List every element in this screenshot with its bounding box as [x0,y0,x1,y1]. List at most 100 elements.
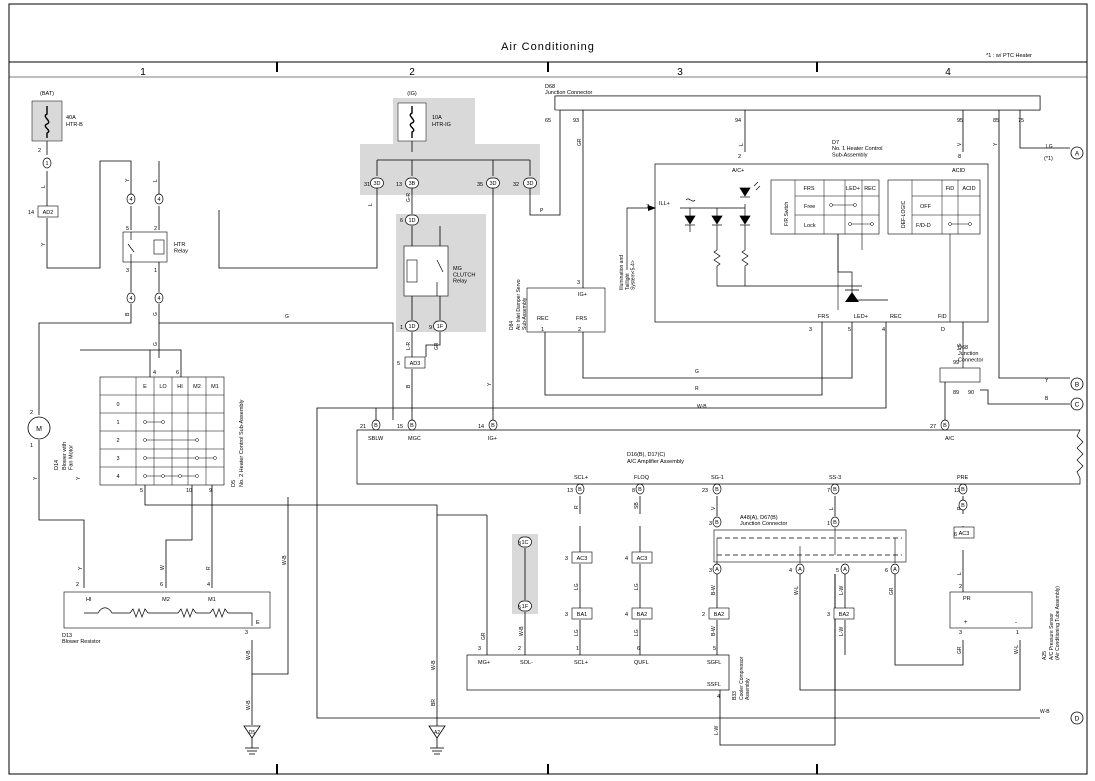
comp-pin-ssfl: SSFL [707,682,721,688]
jc-name: Junction Connector [740,521,788,527]
wire-color-label: LG [634,629,640,636]
pin-number: 75 [1018,118,1024,124]
connector-marker [840,563,850,575]
ground-d5-label: D5 [249,730,256,736]
connector-id: B [833,487,837,493]
connector-marker [42,157,52,169]
pin-number: 1 [576,646,579,652]
amp-id: D16(B), D17(C) [627,452,665,458]
connector-marker [405,320,419,332]
amp-pin-ac: A/C [945,436,954,442]
connector-id: 1F [522,604,529,610]
pin-number: 6 [885,568,888,574]
wire-color-label: B [1045,396,1049,402]
wire-color-label: Y [33,476,39,480]
connector-id: B [715,520,719,526]
connector-marker [830,516,840,528]
pin-number: 2 [702,612,705,618]
d5-contact [161,474,165,478]
wire-color-label: G [695,369,699,375]
ref-c: C [1075,402,1080,409]
connector-id: 3D [526,181,533,187]
pin-number: 12 [954,488,960,494]
amp-pin-sg1: SG-1 [711,475,724,481]
illum-label: Illumination andTaillightSystem<5-4> [619,255,637,290]
d5-header: M1 [211,384,219,390]
wire-color-label: BR [431,699,437,706]
connector-id: 4 [129,197,132,203]
ig-fuse-name: HTR-IG [432,122,451,128]
jc-id: A48(A), D67(B) [740,515,778,521]
comp-pin-scl: SCL+ [574,660,588,666]
connector-marker [126,292,136,304]
pin-number: 7 [827,488,830,494]
pin-number: 2 [30,410,33,416]
def-logic-label: DEF-LOGIC [901,200,907,228]
pin-number: 95 [957,118,963,124]
comp-pin-sgfl: SGFL [707,660,721,666]
connector-marker [575,483,585,495]
press-pin-plus: + [964,620,968,626]
pin-number: 2 [518,646,521,652]
pressure-sensor-box [949,591,1033,629]
blower-id: D14 [54,460,60,470]
wire-color-label: W-L [794,586,800,595]
wire-color-label: Y [125,178,131,182]
pin-number: 2 [38,148,41,154]
pin-number: 5 [518,605,521,611]
wire-color-label: LG [574,629,580,636]
pin-number: 15 [397,424,403,430]
connector-id: 3D [489,181,496,187]
d84-pin-frs: FRS [576,316,587,322]
d5-contact [195,438,199,442]
ptc-ref-label: (*1) [1044,156,1053,162]
press-name: A/C Pressure Sensor(Air Conditioning Tub… [1049,586,1061,660]
connector-id: 3B [409,181,416,187]
amp-pin-sblw: SBLW [368,436,384,442]
pin-number: 32 [513,182,519,188]
connector-marker [890,563,900,575]
d13-id: D13 [62,633,72,639]
pin-number: 94 [735,118,741,124]
ig-fuse-rating: 10A [432,115,442,121]
wire-color-label: LG [957,343,963,350]
wire-color-label: G-R [406,192,412,202]
wire-color-label: W-B [1040,709,1050,715]
wire-color-label: V [711,506,717,510]
connector-id: B [374,423,378,429]
amp-pin-ss3: SS-3 [829,475,841,481]
conn-ac3-b: AC3 [637,556,648,562]
connector-marker [154,193,164,205]
pin-number: 2 [738,154,741,160]
d5-contact [143,474,147,478]
pin-number: 6 [400,218,403,224]
connector-marker [371,419,381,431]
compressor-box [466,654,730,691]
def-header-acid: ACID [962,186,975,192]
d7-internal-circuit [680,181,888,301]
pin-number: 4 [207,582,210,588]
wire-color-label: L-W [714,726,720,735]
pin-number: 3 [709,568,712,574]
pin-number: 9 [429,325,432,331]
connector-id: 1D [408,324,415,330]
wire-color-label: Y [993,142,999,146]
pin-number: 9 [209,488,212,494]
wire-color-label: G [285,314,289,320]
ig-label: (IG) [407,91,417,97]
d5-contact [143,420,147,424]
mg-relay-box [403,245,449,297]
pin-number: 5 [126,226,129,232]
pin-number: 13 [567,488,573,494]
wire-color-label: B-W [711,626,717,636]
wire-color-label: L [829,507,835,510]
fr-header-frs: FRS [804,186,815,192]
connector-marker [940,419,950,431]
pin-number: 2 [154,226,157,232]
blower-name: Blower withFan Motor [62,442,74,470]
pin-number: 14 [478,424,484,430]
conn-ad3: AD3 [410,361,421,367]
ground-d5-icon [243,725,261,755]
d5-contact [195,474,199,478]
